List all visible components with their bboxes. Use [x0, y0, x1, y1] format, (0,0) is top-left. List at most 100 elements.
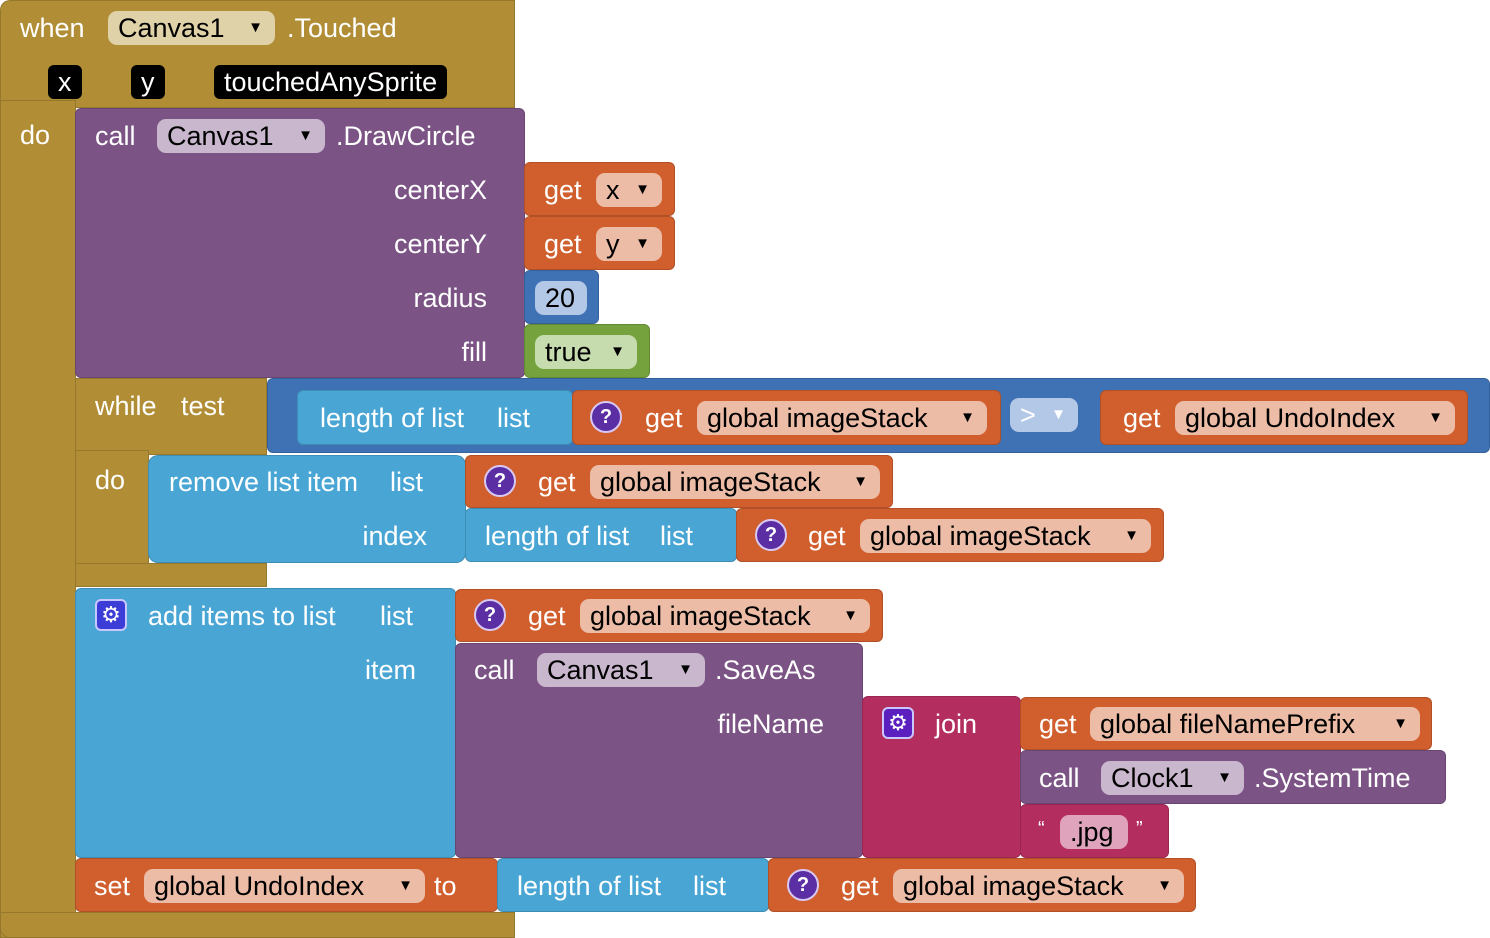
do-label: do: [20, 120, 51, 150]
get-label: get: [538, 467, 576, 497]
event-bottom-bar: [0, 912, 515, 938]
join-label: join: [935, 709, 978, 739]
variable-dropdown[interactable]: global fileNamePrefix ▼: [1090, 707, 1420, 741]
fill-label: fill: [461, 337, 488, 367]
variable-dropdown[interactable]: global imageStack▼: [860, 519, 1151, 553]
method-name: .SystemTime: [1254, 763, 1411, 793]
dropdown-arrow-icon: ▼: [843, 607, 858, 624]
centerx-label: centerX: [393, 175, 487, 205]
when-label: when: [20, 13, 85, 43]
get-label: get: [528, 601, 566, 631]
method-name: .SaveAs: [715, 655, 816, 685]
get-label: get: [544, 175, 582, 205]
dropdown-arrow-icon: ▼: [248, 19, 263, 36]
list-label: list: [660, 521, 693, 551]
component-name: Canvas1: [547, 655, 654, 685]
systemtime-block[interactable]: [1020, 750, 1446, 804]
get-label: get: [1039, 709, 1077, 739]
radius-label: radius: [413, 283, 487, 313]
gear-icon[interactable]: ⚙: [882, 707, 914, 739]
variable-name: global imageStack: [600, 467, 821, 497]
while-bottom-bar: [75, 563, 267, 587]
open-quote: “: [1038, 818, 1045, 840]
component-dropdown[interactable]: Clock1 ▼: [1101, 761, 1244, 795]
param-touchedanysprite[interactable]: touchedAnySprite: [214, 65, 448, 99]
test-label: test: [181, 391, 225, 421]
dropdown-arrow-icon: ▼: [678, 661, 693, 678]
variable-dropdown[interactable]: global imageStack▼: [697, 401, 987, 435]
dropdown-arrow-icon: ▼: [1393, 715, 1408, 732]
dropdown-arrow-icon: ▼: [960, 409, 975, 426]
length-of-list-block[interactable]: [297, 390, 573, 445]
event-left-column: [0, 100, 76, 938]
method-name: .DrawCircle: [336, 121, 476, 151]
component-dropdown[interactable]: Canvas1 ▼: [157, 119, 325, 153]
variable-dropdown[interactable]: global imageStack▼: [580, 599, 870, 633]
variable-name: global fileNamePrefix: [1100, 709, 1356, 739]
close-quote: ”: [1136, 818, 1143, 840]
to-label: to: [434, 871, 457, 901]
call-label: call: [1039, 763, 1080, 793]
dropdown-arrow-icon: ▼: [635, 181, 650, 198]
help-icon[interactable]: ?: [787, 869, 819, 901]
component-name: Clock1: [1111, 763, 1194, 793]
operator-dropdown[interactable]: >▼: [1010, 398, 1078, 432]
get-label: get: [544, 229, 582, 259]
dropdown-arrow-icon: ▼: [853, 473, 868, 490]
variable-name: global UndoIndex: [1185, 403, 1396, 433]
length-of-list-label: length of list: [320, 403, 465, 433]
help-icon[interactable]: ?: [755, 519, 787, 551]
remove-list-item-block[interactable]: [148, 455, 466, 563]
param-x[interactable]: x: [48, 65, 82, 99]
remove-list-item-label: remove list item: [169, 467, 359, 497]
variable-dropdown[interactable]: global UndoIndex ▼: [1175, 401, 1455, 435]
variable-name: global imageStack: [903, 871, 1124, 901]
length-of-list-block[interactable]: [465, 508, 737, 562]
list-label: list: [380, 601, 413, 631]
index-label: index: [362, 521, 427, 551]
dropdown-arrow-icon: ▼: [1157, 877, 1172, 894]
operator-value: >: [1020, 400, 1036, 430]
list-label: list: [693, 871, 726, 901]
component-dropdown[interactable]: Canvas1 ▼: [108, 11, 275, 45]
text-field[interactable]: .jpg: [1060, 815, 1128, 849]
variable-dropdown[interactable]: global UndoIndex▼: [144, 869, 425, 903]
while-label: while: [95, 391, 157, 421]
variable-dropdown[interactable]: global imageStack ▼: [590, 465, 880, 499]
dropdown-arrow-icon: ▼: [635, 235, 650, 252]
variable-dropdown[interactable]: global imageStack ▼: [893, 869, 1184, 903]
event-name: .Touched: [287, 13, 397, 43]
list-label: list: [390, 467, 423, 497]
get-label: get: [841, 871, 879, 901]
dropdown-arrow-icon: ▼: [610, 343, 625, 360]
help-icon[interactable]: ?: [590, 401, 622, 433]
get-label: get: [808, 521, 846, 551]
variable-name: global UndoIndex: [154, 871, 365, 901]
number-field[interactable]: 20: [535, 281, 587, 315]
item-label: item: [364, 655, 416, 685]
help-icon[interactable]: ?: [474, 599, 506, 631]
while-block[interactable]: [75, 378, 267, 455]
component-name: Canvas1: [118, 13, 225, 43]
drawcircle-block[interactable]: [75, 108, 525, 378]
component-dropdown[interactable]: Canvas1 ▼: [537, 653, 705, 687]
boolean-dropdown[interactable]: true▼: [535, 335, 637, 369]
length-of-list-block[interactable]: [497, 858, 769, 912]
dropdown-arrow-icon: ▼: [298, 127, 313, 144]
get-label: get: [1123, 403, 1161, 433]
add-items-to-list-block[interactable]: [75, 588, 456, 858]
dropdown-arrow-icon: ▼: [1428, 409, 1443, 426]
dropdown-arrow-icon: ▼: [1124, 527, 1139, 544]
length-of-list-label: length of list: [485, 521, 630, 551]
component-name: Canvas1: [167, 121, 274, 151]
help-icon[interactable]: ?: [484, 465, 516, 497]
gear-icon[interactable]: ⚙: [95, 599, 127, 631]
centery-label: centerY: [393, 229, 487, 259]
dropdown-arrow-icon: ▼: [1217, 769, 1232, 786]
variable-dropdown[interactable]: x▼: [596, 173, 662, 207]
variable-name: y: [606, 229, 620, 259]
call-label: call: [474, 655, 515, 685]
param-y[interactable]: y: [131, 65, 165, 99]
variable-dropdown[interactable]: y▼: [596, 227, 662, 261]
call-label: call: [95, 121, 136, 151]
